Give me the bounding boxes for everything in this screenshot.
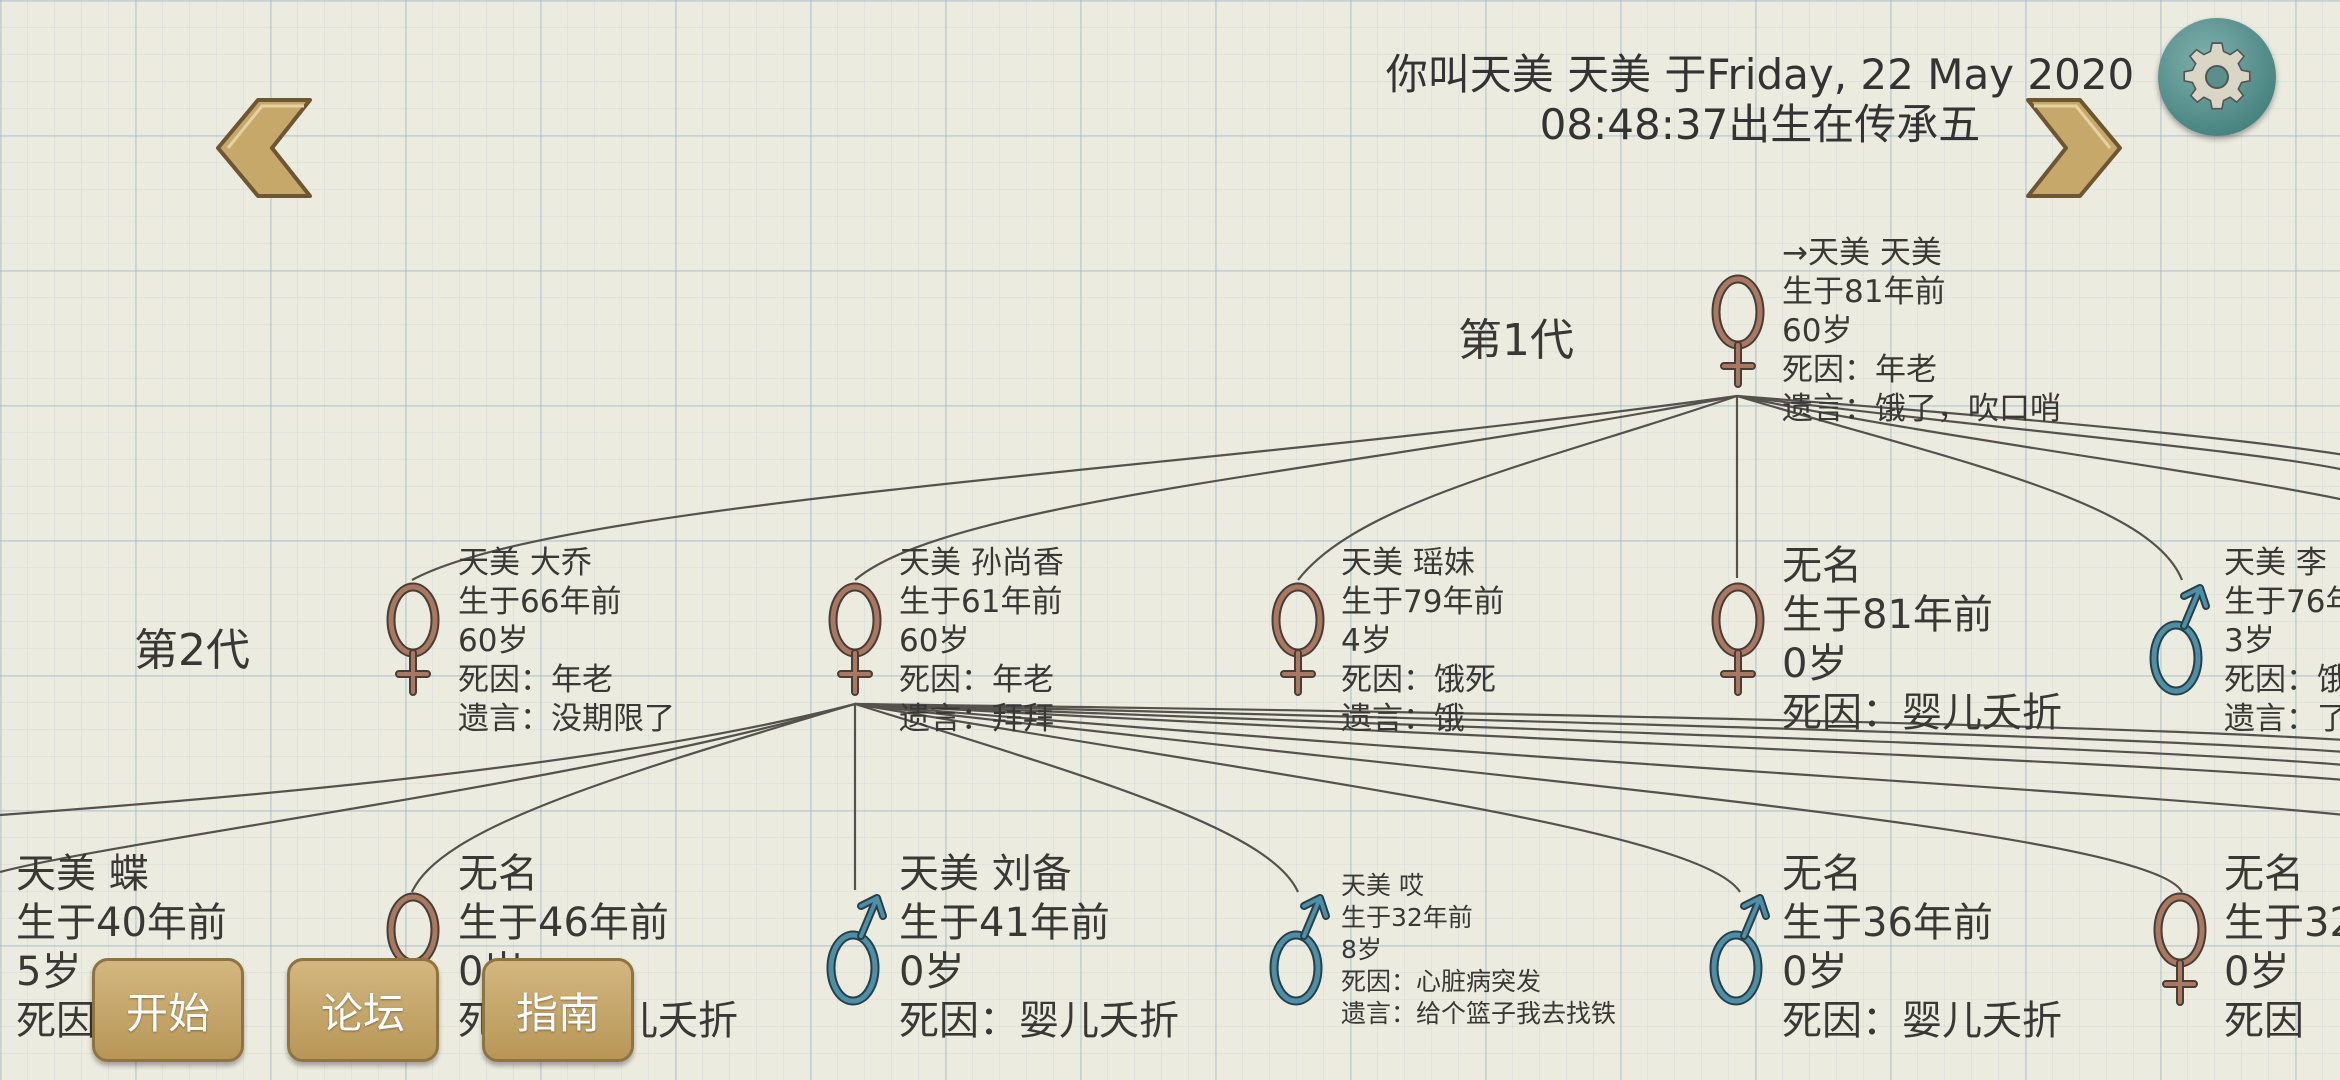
person-cause: 死因：婴儿夭折	[899, 998, 1179, 1044]
generation-label-1: 第1代	[1458, 315, 1574, 366]
male-icon[interactable]	[2148, 580, 2214, 700]
person-born: 生于32	[2224, 900, 2340, 946]
person-name: 无名	[458, 851, 538, 897]
person-will: 遗言：没期限了	[458, 701, 675, 737]
person-cause: 死因	[2224, 998, 2304, 1044]
next-arrow-button[interactable]	[2024, 96, 2126, 204]
person-will: 遗言：给个篮子我去找铁	[1341, 999, 1617, 1028]
birth-info-line1: 你叫天美 天美 于Friday, 22 May 2020	[1385, 50, 2135, 99]
person-card-gen3-3: 天美 哎 生于32年前 8岁 死因：心脏病突发 遗言：给个篮子我去找铁	[1341, 870, 1616, 1030]
person-born: 生于36年前	[1782, 900, 1993, 946]
person-will: 遗言：了	[2224, 701, 2340, 737]
person-cause: 死因：年老	[899, 662, 1054, 698]
person-age: 60岁	[1782, 313, 1853, 349]
person-card-gen2-1: 天美 孙尚香 生于61年前 60岁 死因：年老 遗言：拜拜	[899, 544, 1064, 739]
person-age: 0岁	[1782, 641, 1848, 687]
start-button[interactable]: 开始	[92, 958, 244, 1062]
birth-info-line2: 08:48:37出生在传承五	[1539, 100, 1981, 149]
male-icon[interactable]	[1268, 890, 1334, 1010]
person-born: 生于79年前	[1341, 584, 1505, 620]
person-name: 天美 大乔	[458, 545, 592, 581]
person-cause: 死因：饿死	[1341, 662, 1496, 698]
person-age: 3岁	[2224, 623, 2275, 659]
person-born: 生于46年前	[458, 900, 669, 946]
person-card-gen3-0: 天美 蝶 生于40年前 5岁 死因	[16, 850, 227, 1046]
forum-button-label: 论坛	[320, 988, 405, 1038]
person-age: 5岁	[16, 949, 82, 995]
person-card-gen3-5: 无名 生于32 0岁 死因	[2224, 850, 2340, 1046]
person-name: →天美 天美	[1782, 235, 1942, 271]
person-name: 天美 瑶妹	[1341, 545, 1475, 581]
generation-label-2: 第2代	[134, 625, 250, 676]
person-name: 无名	[2224, 851, 2304, 897]
person-cause: 死因：年老	[1782, 352, 1937, 388]
person-born: 生于61年前	[899, 584, 1063, 620]
prev-arrow-button[interactable]	[212, 96, 314, 204]
start-button-label: 开始	[125, 988, 210, 1038]
person-name: 无名	[1782, 543, 1862, 589]
person-age: 60岁	[458, 623, 529, 659]
female-icon[interactable]	[1710, 580, 1766, 702]
person-age: 60岁	[899, 623, 970, 659]
female-icon[interactable]	[2152, 890, 2208, 1012]
person-name: 无名	[1782, 851, 1862, 897]
chevron-right-icon	[2026, 98, 2122, 198]
male-icon[interactable]	[825, 890, 891, 1010]
person-card-gen2-0: 天美 大乔 生于66年前 60岁 死因：年老 遗言：没期限了	[458, 544, 675, 739]
female-icon[interactable]	[1710, 272, 1766, 394]
forum-button[interactable]: 论坛	[287, 958, 439, 1062]
person-born: 生于40年前	[16, 900, 227, 946]
gear-icon	[2183, 42, 2251, 110]
person-cause: 死因：婴儿夭折	[1782, 690, 2062, 736]
person-name: 天美 蝶	[16, 851, 149, 897]
person-card-root: →天美 天美 生于81年前 60岁 死因：年老 遗言：饿了，吹口哨	[1782, 234, 2061, 429]
person-cause: 死因：心脏病突发	[1341, 967, 1542, 996]
male-icon[interactable]	[1708, 890, 1774, 1010]
person-will: 遗言：拜拜	[899, 701, 1054, 737]
person-cause: 死因：婴儿夭折	[1782, 998, 2062, 1044]
person-card-gen2-2: 天美 瑶妹 生于79年前 4岁 死因：饿死 遗言：饿	[1341, 544, 1504, 739]
chevron-left-icon	[216, 98, 312, 198]
person-name: 天美 哎	[1341, 871, 1424, 900]
person-born: 生于66年前	[458, 584, 622, 620]
guide-button[interactable]: 指南	[482, 958, 634, 1062]
person-name: 天美 刘备	[899, 851, 1072, 897]
person-cause: 死因：年老	[458, 662, 613, 698]
person-born: 生于41年前	[899, 900, 1110, 946]
person-age: 0岁	[899, 949, 965, 995]
birth-info-title: 你叫天美 天美 于Friday, 22 May 2020 08:48:37出生在…	[1280, 50, 2240, 150]
person-name: 天美 孙尚香	[899, 545, 1064, 581]
person-cause: 死因：饿	[2224, 662, 2340, 698]
female-icon[interactable]	[827, 580, 883, 702]
person-age: 4岁	[1341, 623, 1392, 659]
person-born: 生于81年前	[1782, 274, 1946, 310]
person-card-gen3-2: 天美 刘备 生于41年前 0岁 死因：婴儿夭折	[899, 850, 1179, 1046]
guide-button-label: 指南	[515, 988, 600, 1038]
female-icon[interactable]	[1270, 580, 1326, 702]
person-card-gen2-3: 无名 生于81年前 0岁 死因：婴儿夭折	[1782, 542, 2062, 738]
female-icon[interactable]	[385, 580, 441, 702]
person-age: 8岁	[1341, 935, 1382, 964]
person-card-gen2-4: 天美 李 生于76年 3岁 死因：饿 遗言：了	[2224, 544, 2340, 739]
person-card-gen3-4: 无名 生于36年前 0岁 死因：婴儿夭折	[1782, 850, 2062, 1046]
settings-button[interactable]	[2158, 18, 2276, 136]
person-name: 天美 李	[2224, 545, 2327, 581]
person-age: 0岁	[1782, 949, 1848, 995]
person-born: 生于32年前	[1341, 903, 1473, 932]
person-cause: 死因	[16, 998, 96, 1044]
person-will: 遗言：饿	[1341, 701, 1465, 737]
person-age: 0岁	[2224, 949, 2290, 995]
person-born: 生于76年	[2224, 584, 2340, 620]
person-born: 生于81年前	[1782, 592, 1993, 638]
person-will: 遗言：饿了，吹口哨	[1782, 391, 2061, 427]
